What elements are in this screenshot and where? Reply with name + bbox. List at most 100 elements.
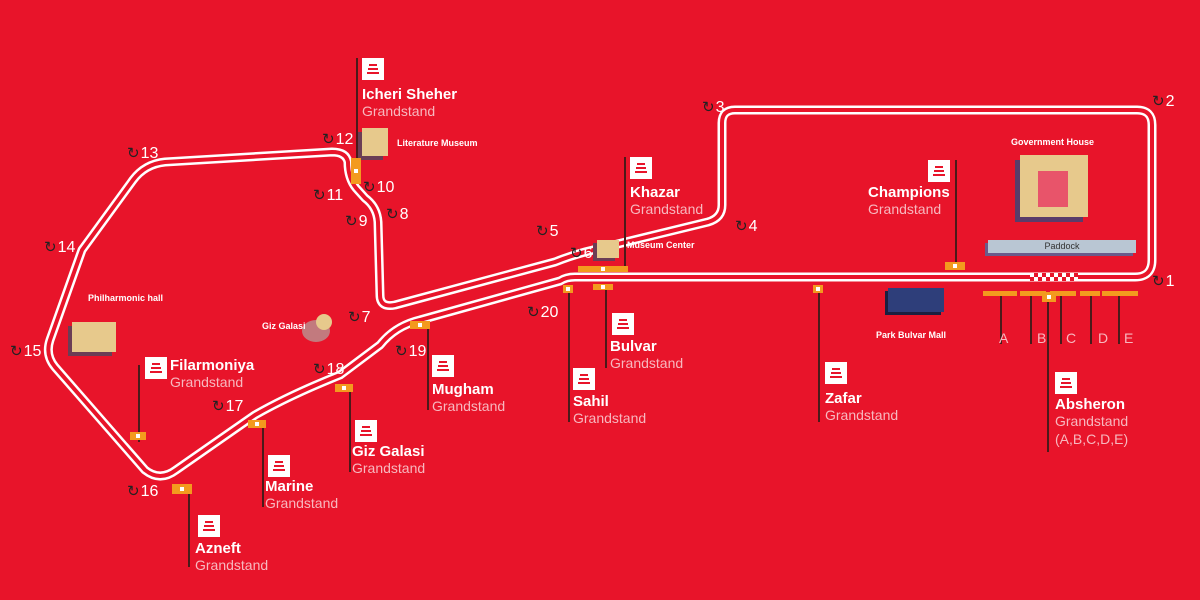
absheron-section-c-stand[interactable]: [1050, 291, 1076, 296]
khazar-stand-name[interactable]: Khazar: [630, 184, 681, 201]
absheron-section-d-stand[interactable]: [1080, 291, 1100, 296]
checkered-start-finish-line: [1030, 273, 1078, 281]
absheron-section-b-stand[interactable]: [1020, 291, 1046, 296]
icheri-sheher-stand-location[interactable]: [351, 158, 361, 184]
mugham-stand-name[interactable]: Mugham: [432, 381, 494, 398]
checker-square: [1042, 273, 1046, 277]
location-dot: [255, 422, 259, 426]
turn-arrow-icon: ↻: [212, 398, 225, 415]
stripe: [830, 376, 842, 378]
stripe: [1060, 386, 1072, 388]
absheron-section-a-stand[interactable]: [983, 291, 1017, 296]
stripe: [275, 461, 283, 463]
turn-number: 3: [715, 99, 725, 116]
stripe: [934, 170, 944, 172]
stripe: [579, 378, 589, 380]
turn-11: ↻11: [313, 186, 343, 205]
checker-square: [1058, 273, 1062, 277]
turn-19: ↻19: [395, 342, 426, 361]
mugham-stand-location[interactable]: [410, 321, 430, 329]
absheron-section-e-stand[interactable]: [1102, 291, 1138, 296]
icheri-sheher-pointer-line: [356, 58, 358, 165]
museum-center-label: Museum Center: [627, 240, 695, 250]
stripe: [578, 382, 590, 384]
icheri-sheher-stand-type: Grandstand: [362, 103, 436, 119]
turn-7: ↻7: [348, 308, 370, 327]
giz-galasi-stand-type: Grandstand: [352, 460, 426, 476]
grandstand-icon: [928, 160, 950, 182]
bulvar-stand-location[interactable]: [593, 284, 613, 290]
khazar-stand-location[interactable]: [578, 266, 628, 272]
turn-arrow-icon: ↻: [345, 213, 358, 230]
filarmoniya-stand-name[interactable]: Filarmoniya: [170, 357, 255, 374]
turn-20: ↻20: [527, 303, 558, 322]
champions-stand-type: Grandstand: [868, 201, 942, 217]
turn-arrow-icon: ↻: [127, 483, 140, 500]
turn-number: 13: [140, 145, 159, 162]
turn-18: ↻18: [313, 360, 344, 379]
stripe: [274, 465, 284, 467]
giz-galasi-stand-name[interactable]: Giz Galasi: [352, 443, 425, 460]
turn-6: ↻6: [570, 244, 592, 263]
stripe: [580, 374, 588, 376]
filarmoniya-stand-location[interactable]: [130, 432, 146, 440]
stripe: [150, 371, 162, 373]
stripe: [369, 64, 377, 66]
zafar-stand-location[interactable]: [813, 285, 823, 293]
stripe: [439, 361, 447, 363]
section-pointer-line: [1060, 296, 1062, 344]
turn-arrow-icon: ↻: [44, 239, 57, 256]
marine-stand-location[interactable]: [248, 420, 266, 428]
turn-arrow-icon: ↻: [10, 343, 23, 360]
zafar-stand-name[interactable]: Zafar: [825, 390, 862, 407]
stripe: [618, 323, 628, 325]
stripe: [438, 365, 448, 367]
checker-square: [1054, 273, 1058, 277]
stripe: [637, 163, 645, 165]
marine-stand-name[interactable]: Marine: [265, 478, 314, 495]
absheron-section-a-label: A: [999, 330, 1009, 346]
turn-arrow-icon: ↻: [735, 218, 748, 235]
turn-number: 1: [1165, 273, 1175, 290]
grandstand-icon: [432, 355, 454, 377]
azneft-stand-location[interactable]: [172, 484, 192, 494]
stripe: [205, 521, 213, 523]
stripe: [362, 426, 370, 428]
bulvar-stand-name[interactable]: Bulvar: [610, 338, 657, 355]
philharmonic-hall-label: Philharmonic hall: [88, 293, 164, 303]
absheron-stand-location[interactable]: [1042, 292, 1056, 302]
turn-number: 7: [361, 309, 371, 326]
checker-square: [1066, 273, 1070, 277]
azneft-stand-name[interactable]: Azneft: [195, 540, 241, 557]
sahil-stand-name[interactable]: Sahil: [573, 393, 609, 410]
stripe: [617, 327, 629, 329]
turn-17: ↻17: [212, 397, 243, 416]
mugham-stand-type: Grandstand: [432, 398, 506, 414]
section-pointer-line: [1090, 296, 1092, 344]
turn-number: 8: [399, 206, 409, 223]
location-dot: [354, 169, 358, 173]
turn-arrow-icon: ↻: [127, 145, 140, 162]
checker-square: [1034, 277, 1038, 281]
turn-arrow-icon: ↻: [536, 223, 549, 240]
checker-square: [1058, 277, 1062, 281]
turn-12: ↻12: [322, 130, 353, 149]
stripe: [151, 367, 161, 369]
checker-square: [1046, 273, 1050, 277]
absheron-pointer-line: [1047, 297, 1049, 452]
absheron-stand-name[interactable]: Absheron: [1055, 396, 1126, 413]
turn-number: 14: [57, 239, 76, 256]
checker-square: [1062, 273, 1066, 277]
giz-galasi-stand-location[interactable]: [335, 384, 353, 392]
champions-stand-name[interactable]: Champions: [868, 184, 950, 201]
stripe: [619, 319, 627, 321]
turn-number: 16: [140, 483, 159, 500]
icheri-sheher-stand-name[interactable]: Icheri Sheher: [362, 86, 458, 103]
champions-stand-location[interactable]: [945, 262, 965, 270]
location-dot: [566, 287, 570, 291]
checker-square: [1030, 273, 1034, 277]
paddock-label: Paddock: [1044, 241, 1080, 251]
checker-square: [1046, 277, 1050, 281]
government-house-label: Government House: [1011, 137, 1095, 147]
sahil-stand-location[interactable]: [563, 285, 573, 293]
